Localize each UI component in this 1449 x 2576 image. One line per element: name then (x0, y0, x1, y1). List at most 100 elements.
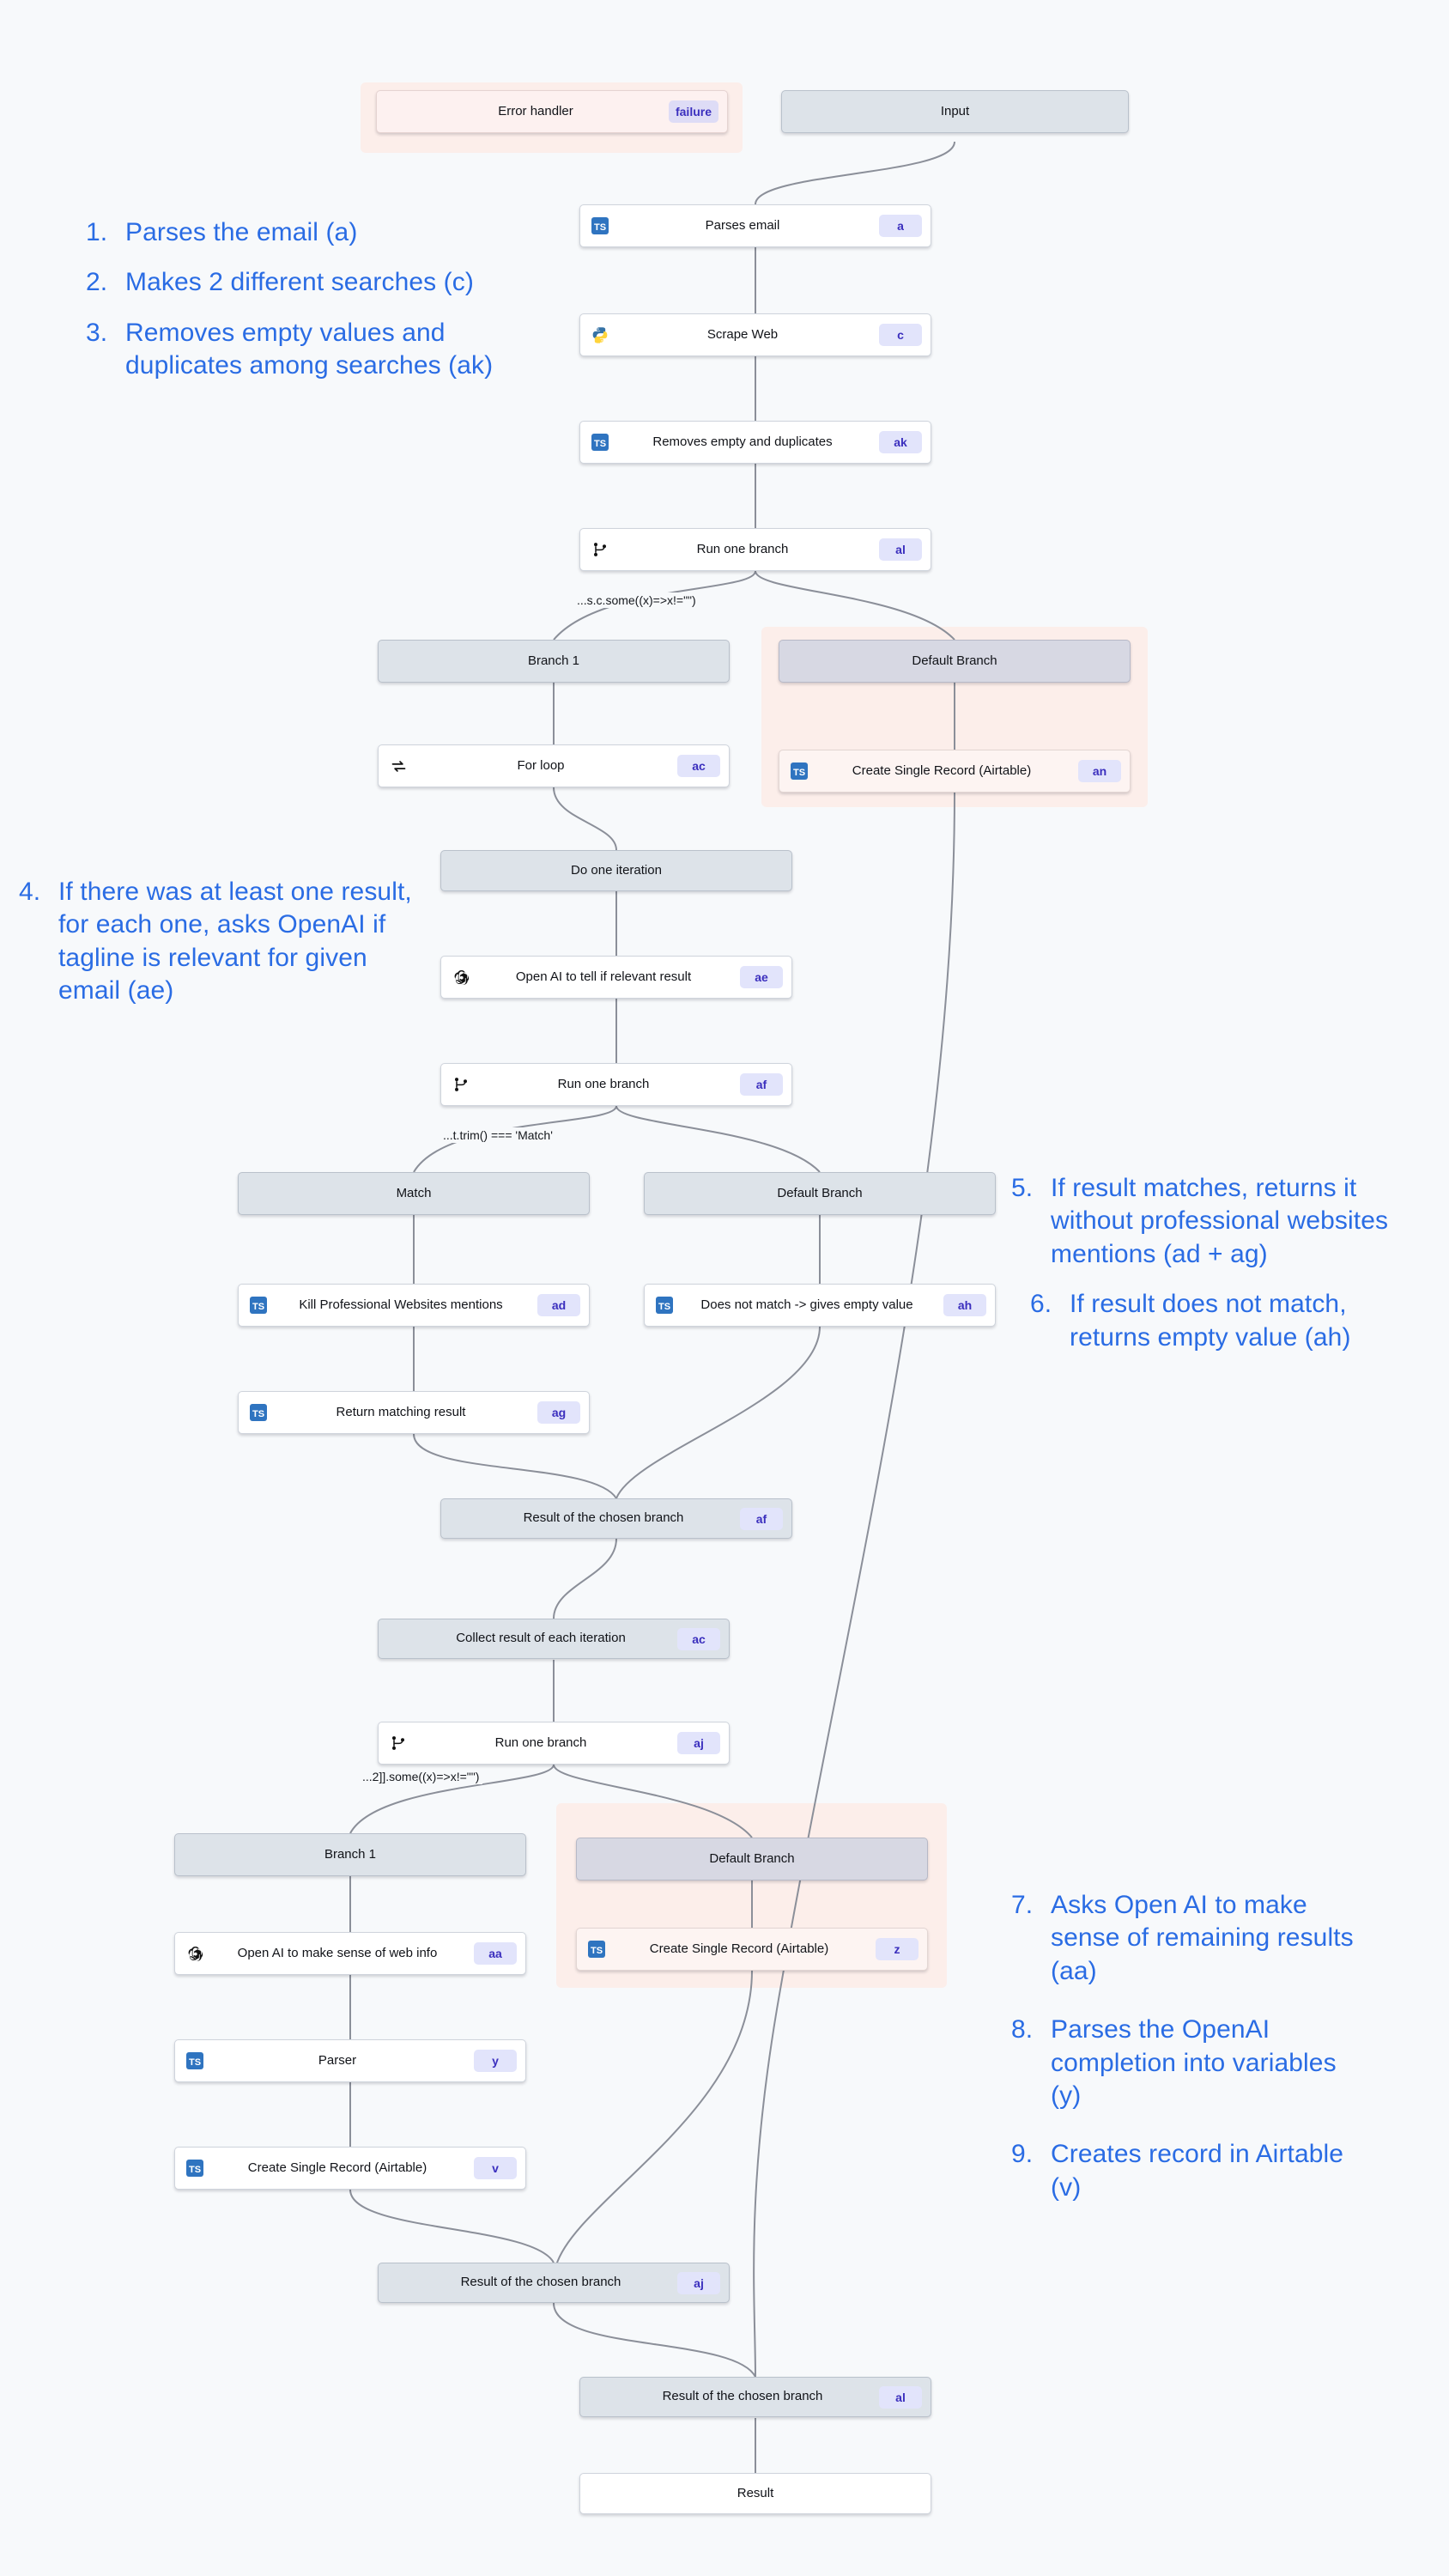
node-tag: al (879, 538, 922, 561)
annotation-text: Parses the email (a) (125, 218, 358, 246)
annotation-item-5: 5. If result matches, returns it without… (1011, 1172, 1434, 1271)
node-tag: af (740, 1073, 783, 1096)
annotation-number: 3. (86, 318, 108, 347)
edge-condition-aj: ...2]].some((x)=>x!="") (359, 1769, 483, 1784)
edge-resultaj-to-resultal (553, 2302, 756, 2378)
node-label: Result of the chosen branch (460, 2275, 621, 2290)
annotation-number: 4. (19, 878, 41, 906)
annotation-number: 1. (86, 218, 108, 246)
edge-return-to-resultaf (413, 1433, 617, 1499)
node-branch-1-top[interactable]: Branch 1 (378, 640, 730, 683)
node-tag: aj (677, 2271, 720, 2294)
node-label: Open AI to tell if relevant result (515, 969, 692, 984)
annotation-group-right-bottom: 7. Asks Open AI to make sense of remaini… (1011, 1889, 1355, 2204)
node-label: Kill Professional Websites mentions (299, 1297, 503, 1312)
node-default-branch-top[interactable]: Default Branch (779, 640, 1131, 683)
node-tag: a (879, 215, 922, 237)
node-label: Removes empty and duplicates (652, 434, 833, 449)
branch-icon (387, 1732, 409, 1754)
annotation-item-6: 6. If result does not match, returns emp… (1030, 1288, 1434, 1354)
loop-icon (387, 755, 409, 777)
node-removes-empty-duplicates[interactable]: TS Removes empty and duplicates ak (579, 421, 931, 464)
node-label: Parses email (705, 218, 780, 233)
annotation-text: If result matches, returns it without pr… (1051, 1174, 1389, 1268)
node-label: Return matching result (336, 1405, 466, 1419)
node-result-chosen-branch-af[interactable]: Result of the chosen branch af (440, 1498, 792, 1539)
ts-icon: TS (585, 1938, 608, 1960)
ts-icon: TS (589, 215, 611, 237)
ts-icon: TS (247, 1401, 270, 1424)
annotation-text: Makes 2 different searches (c) (125, 268, 474, 297)
node-error-handler[interactable]: Error handler failure (376, 90, 728, 133)
node-tag: ak (879, 431, 922, 453)
node-collect-result[interactable]: Collect result of each iteration ac (378, 1619, 730, 1659)
node-tag: ac (677, 1627, 720, 1650)
node-result[interactable]: Result (579, 2473, 931, 2514)
edge-runaf-to-defaultmid (615, 1105, 821, 1173)
node-tag: aa (474, 1942, 517, 1965)
node-create-record-v[interactable]: TS Create Single Record (Airtable) v (174, 2147, 526, 2190)
node-label: Create Single Record (Airtable) (649, 1941, 829, 1956)
node-default-branch-mid[interactable]: Default Branch (644, 1172, 996, 1215)
annotation-item-4: 4. If there was at least one result, for… (19, 876, 422, 1008)
annotation-item-9: 9. Creates record in Airtable (v) (1011, 2138, 1355, 2204)
node-input[interactable]: Input (781, 90, 1129, 133)
node-label: Scrape Web (706, 327, 779, 342)
ts-icon: TS (589, 431, 611, 453)
node-label: Run one branch (494, 1735, 587, 1750)
node-openai-relevant-result[interactable]: Open AI to tell if relevant result ae (440, 956, 792, 999)
node-label: Default Branch (777, 1186, 863, 1200)
ts-icon: TS (247, 1294, 270, 1316)
annotation-number: 2. (86, 268, 108, 297)
node-label: Branch 1 (324, 1847, 377, 1862)
node-does-not-match[interactable]: TS Does not match -> gives empty value a… (644, 1284, 996, 1327)
node-result-chosen-branch-al[interactable]: Result of the chosen branch al (579, 2377, 931, 2417)
node-run-one-branch-af[interactable]: Run one branch af (440, 1063, 792, 1106)
node-default-branch-bottom[interactable]: Default Branch (576, 1838, 928, 1880)
node-parser[interactable]: TS Parser y (174, 2039, 526, 2082)
node-for-loop[interactable]: For loop ac (378, 744, 730, 787)
node-label: For loop (517, 758, 565, 773)
node-scrape-web[interactable]: Scrape Web c (579, 313, 931, 356)
node-openai-web-info[interactable]: Open AI to make sense of web info aa (174, 1932, 526, 1975)
node-parses-email[interactable]: TS Parses email a (579, 204, 931, 247)
node-label: Default Branch (709, 1851, 795, 1866)
annotation-group-right-mid: 5. If result matches, returns it without… (1011, 1172, 1434, 1354)
branch-icon (589, 538, 611, 561)
node-kill-professional-websites[interactable]: TS Kill Professional Websites mentions a… (238, 1284, 590, 1327)
annotation-group-left-top: 1. Parses the email (a) 2. Makes 2 diffe… (86, 216, 498, 383)
ts-icon: TS (184, 2050, 206, 2072)
node-label: Result (737, 2486, 774, 2500)
edge-condition-af: ...t.trim() === 'Match' (440, 1127, 556, 1143)
node-label: Create Single Record (Airtable) (247, 2160, 427, 2175)
annotation-item-2: 2. Makes 2 different searches (c) (86, 266, 498, 299)
node-run-one-branch-aj[interactable]: Run one branch aj (378, 1722, 730, 1765)
node-tag: ac (677, 755, 720, 777)
node-do-one-iteration[interactable]: Do one iteration (440, 850, 792, 891)
ts-icon: TS (653, 1294, 676, 1316)
node-tag: c (879, 324, 922, 346)
annotation-number: 9. (1011, 2140, 1034, 2169)
node-label: Do one iteration (571, 863, 662, 878)
node-label: Parser (318, 2053, 357, 2068)
node-run-one-branch-al[interactable]: Run one branch al (579, 528, 931, 571)
node-create-record-z[interactable]: TS Create Single Record (Airtable) z (576, 1928, 928, 1971)
node-tag: al (879, 2385, 922, 2409)
node-result-chosen-branch-aj[interactable]: Result of the chosen branch aj (378, 2263, 730, 2303)
node-tag: aj (677, 1732, 720, 1754)
annotation-text: Asks Open AI to make sense of remaining … (1051, 1891, 1354, 1985)
node-create-record-an[interactable]: TS Create Single Record (Airtable) an (779, 750, 1131, 793)
node-label: Error handler (498, 104, 573, 118)
node-label: Does not match -> gives empty value (700, 1297, 913, 1312)
node-match[interactable]: Match (238, 1172, 590, 1215)
ts-icon: TS (788, 760, 810, 782)
annotation-text: Parses the OpenAI completion into variab… (1051, 2015, 1337, 2110)
openai-icon (184, 1942, 206, 1965)
annotation-text: If result does not match, returns empty … (1070, 1290, 1351, 1352)
node-branch-1-bottom[interactable]: Branch 1 (174, 1833, 526, 1876)
annotation-item-1: 1. Parses the email (a) (86, 216, 498, 249)
annotation-number: 6. (1030, 1290, 1052, 1319)
openai-icon (450, 966, 472, 988)
node-return-matching-result[interactable]: TS Return matching result ag (238, 1391, 590, 1434)
